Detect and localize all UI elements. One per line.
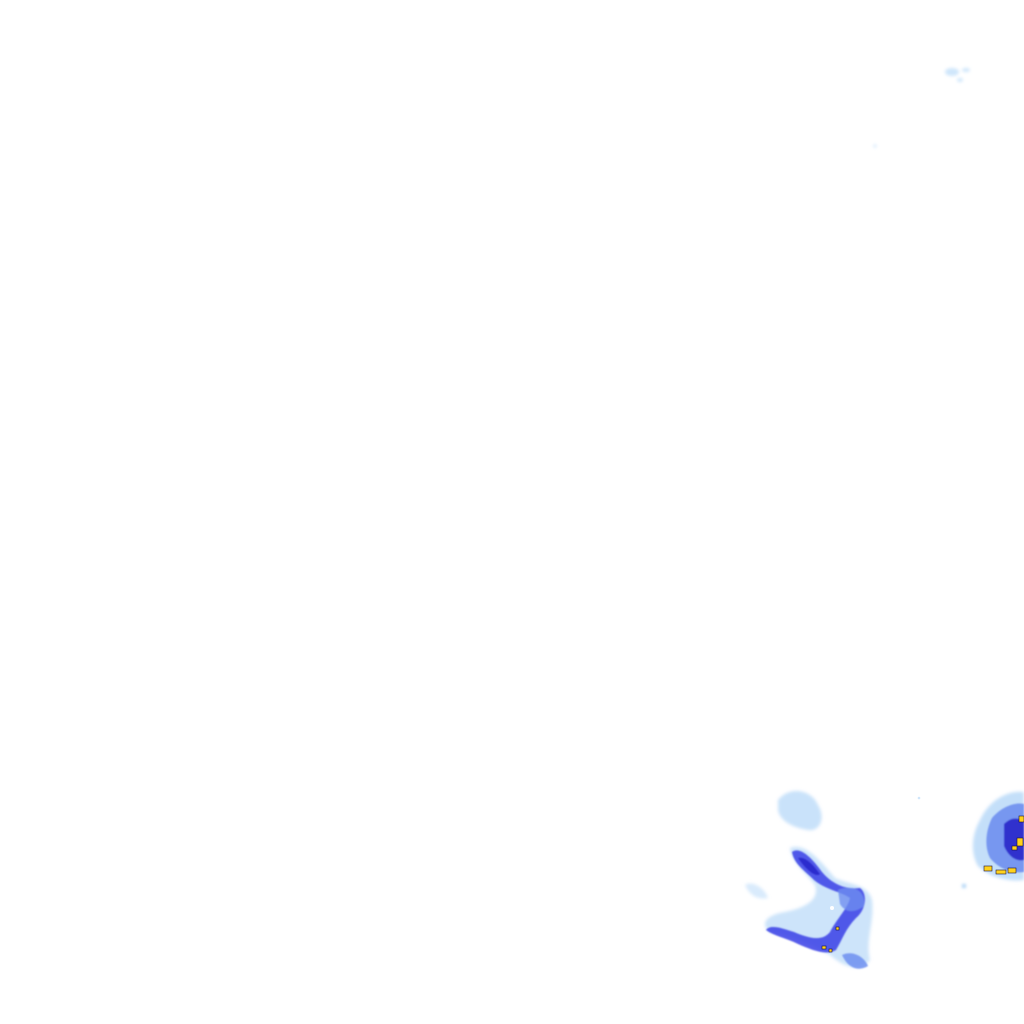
echo-blob bbox=[917, 796, 921, 800]
echo-light-area bbox=[778, 790, 822, 831]
echo-heavy-band bbox=[842, 953, 868, 969]
echo-extreme-cell bbox=[828, 948, 833, 953]
echo-heavy-band bbox=[1004, 818, 1024, 861]
echo-cell-southeast bbox=[962, 791, 1024, 888]
echo-heavy-band bbox=[798, 857, 820, 876]
echo-blob bbox=[830, 906, 834, 910]
echo-extreme-cell bbox=[995, 869, 1007, 875]
echo-blob bbox=[945, 68, 959, 76]
echo-light-area bbox=[745, 883, 768, 899]
echo-extreme-cell bbox=[1016, 837, 1024, 847]
echo-extreme-cell bbox=[983, 865, 993, 872]
echo-blob bbox=[957, 78, 963, 82]
echo-blob bbox=[873, 144, 877, 148]
echo-extreme-cell bbox=[821, 945, 827, 950]
echo-heavy-band bbox=[766, 850, 865, 953]
echo-extreme-cell bbox=[1018, 815, 1024, 823]
echo-extreme-cell bbox=[835, 926, 840, 931]
echo-cell-southwest bbox=[745, 790, 921, 969]
echo-cell-north bbox=[873, 68, 970, 148]
echo-blob bbox=[962, 884, 966, 888]
echo-blob bbox=[962, 68, 970, 72]
echo-extreme-cell bbox=[1007, 867, 1017, 874]
echo-extreme-cell bbox=[1011, 845, 1018, 851]
echo-heavy-band bbox=[838, 887, 865, 911]
